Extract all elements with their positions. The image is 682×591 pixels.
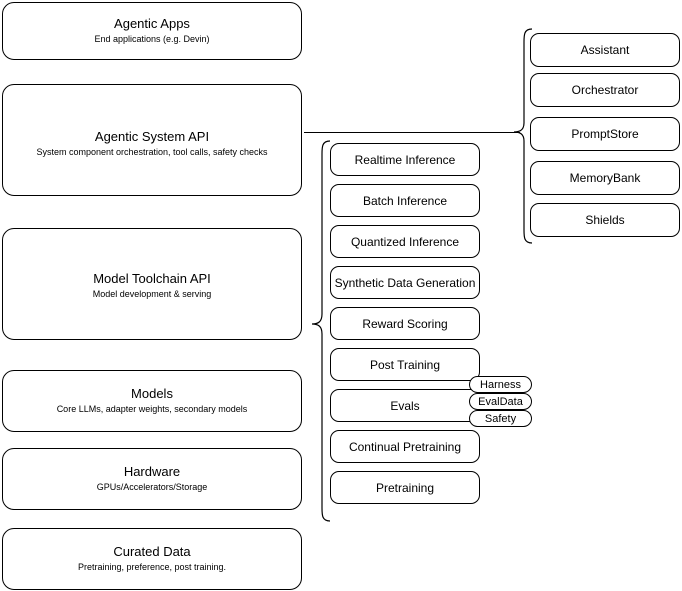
stack-box-subtitle: Model development & serving: [92, 289, 212, 299]
toolchain-item-label: Post Training: [369, 357, 441, 372]
eval-badge-label: Safety: [484, 412, 517, 425]
stack-box-subtitle: Core LLMs, adapter weights, secondary mo…: [56, 404, 248, 414]
agentic-item-label: MemoryBank: [569, 171, 641, 185]
stack-box-title: Agentic Apps: [114, 16, 190, 31]
stack-box-agentic-apps[interactable]: Agentic Apps End applications (e.g. Devi…: [2, 2, 302, 60]
toolchain-item-continual-pretraining[interactable]: Continual Pretraining: [330, 430, 480, 463]
toolchain-item-label: Realtime Inference: [354, 152, 456, 167]
stack-box-title: Model Toolchain API: [93, 271, 211, 286]
toolchain-item-label: Quantized Inference: [350, 234, 460, 249]
stack-box-models[interactable]: Models Core LLMs, adapter weights, secon…: [2, 370, 302, 432]
toolchain-item-label: Evals: [390, 398, 420, 413]
stack-box-title: Curated Data: [113, 544, 191, 559]
stack-box-model-toolchain-api[interactable]: Model Toolchain API Model development & …: [2, 228, 302, 340]
toolchain-item-evals[interactable]: Evals: [330, 389, 480, 422]
eval-badge-label: EvalData: [478, 395, 523, 408]
toolchain-item-quantized-inference[interactable]: Quantized Inference: [330, 225, 480, 258]
eval-badge-harness[interactable]: Harness: [469, 376, 532, 393]
stack-box-subtitle: End applications (e.g. Devin): [94, 34, 210, 44]
stack-box-subtitle: System component orchestration, tool cal…: [36, 147, 268, 157]
stack-box-title: Agentic System API: [94, 129, 210, 144]
agentic-item-memorybank[interactable]: MemoryBank: [530, 161, 680, 195]
eval-badge-label: Harness: [480, 378, 521, 391]
agentic-item-orchestrator[interactable]: Orchestrator: [530, 73, 680, 107]
stack-box-hardware[interactable]: Hardware GPUs/Accelerators/Storage: [2, 448, 302, 510]
toolchain-item-label: Continual Pretraining: [348, 439, 462, 454]
connector-line-agentic-system-api: [304, 132, 520, 133]
toolchain-item-synthetic-data-generation[interactable]: Synthetic Data Generation: [330, 266, 480, 299]
brace-model-toolchain: [311, 140, 331, 522]
stack-box-curated-data[interactable]: Curated Data Pretraining, preference, po…: [2, 528, 302, 590]
toolchain-item-post-training[interactable]: Post Training: [330, 348, 480, 381]
stack-box-agentic-system-api[interactable]: Agentic System API System component orch…: [2, 84, 302, 196]
toolchain-item-reward-scoring[interactable]: Reward Scoring: [330, 307, 480, 340]
toolchain-item-batch-inference[interactable]: Batch Inference: [330, 184, 480, 217]
stack-box-subtitle: Pretraining, preference, post training.: [77, 562, 227, 572]
agentic-item-shields[interactable]: Shields: [530, 203, 680, 237]
toolchain-item-realtime-inference[interactable]: Realtime Inference: [330, 143, 480, 176]
toolchain-item-label: Pretraining: [375, 480, 435, 495]
brace-agentic-system: [513, 28, 533, 244]
stack-box-title: Models: [131, 386, 173, 401]
agentic-item-label: Orchestrator: [571, 83, 639, 97]
stack-box-title: Hardware: [123, 464, 181, 479]
agentic-item-label: Assistant: [580, 43, 630, 57]
toolchain-item-label: Synthetic Data Generation: [334, 275, 476, 290]
eval-badge-evaldata[interactable]: EvalData: [469, 393, 532, 410]
toolchain-item-label: Reward Scoring: [362, 316, 448, 331]
agentic-item-label: PromptStore: [571, 127, 639, 141]
eval-badge-safety[interactable]: Safety: [469, 410, 532, 427]
toolchain-item-label: Batch Inference: [362, 193, 448, 208]
agentic-item-label: Shields: [585, 213, 625, 227]
stack-box-subtitle: GPUs/Accelerators/Storage: [96, 482, 208, 492]
agentic-item-promptstore[interactable]: PromptStore: [530, 117, 680, 151]
agentic-item-assistant[interactable]: Assistant: [530, 33, 680, 67]
toolchain-item-pretraining[interactable]: Pretraining: [330, 471, 480, 504]
